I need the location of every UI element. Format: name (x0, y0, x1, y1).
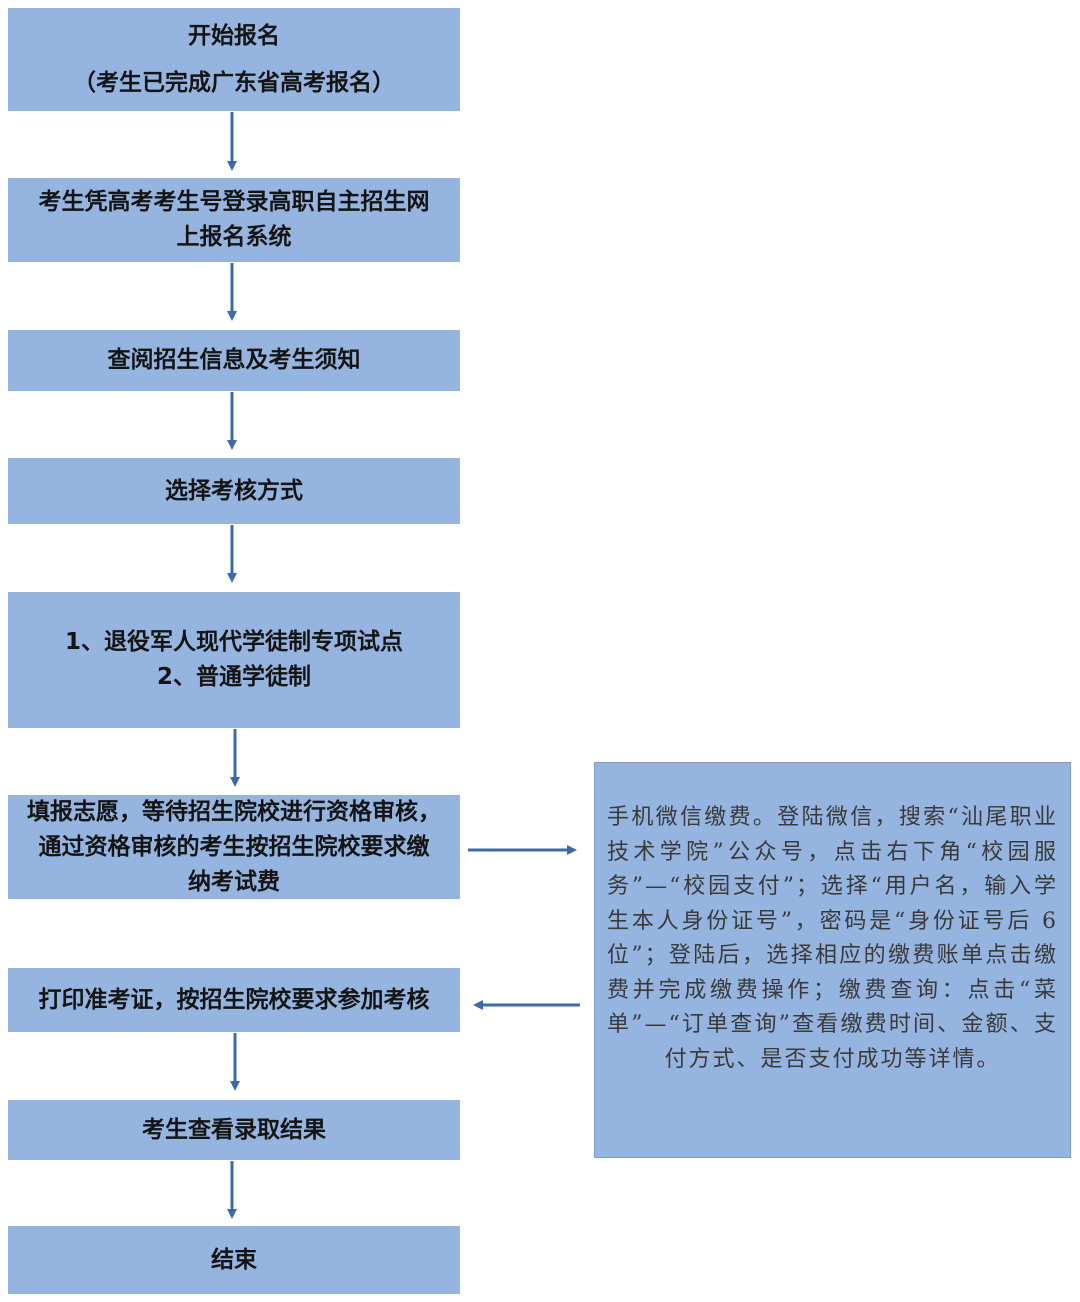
step-login-line-1: 考生凭高考考生号登录高职自主招生网 (38, 189, 430, 215)
step-read-info-text: 查阅招生信息及考生须知 (107, 347, 361, 373)
step-choose-assessment: 选择考核方式 (8, 458, 460, 524)
step-apply-line-1: 填报志愿，等待招生院校进行资格审核， (27, 798, 441, 825)
step-check-result: 考生查看录取结果 (8, 1100, 460, 1160)
step-start-line-2: （考生已完成广东省高考报名） (73, 69, 395, 96)
step-login-line-2: 上报名系统 (176, 224, 292, 250)
step-apply-line-2: 通过资格审核的考生按招生院校要求缴 (38, 833, 430, 860)
step-apply-and-pay: 填报志愿，等待招生院校进行资格审核， 通过资格审核的考生按招生院校要求缴 纳考试… (8, 795, 460, 899)
step-print-ticket-text: 打印准考证，按招生院校要求参加考核 (38, 986, 430, 1013)
step-apply-line-3: 纳考试费 (188, 868, 280, 895)
step-end-text: 结束 (211, 1246, 257, 1273)
step-login-system: 考生凭高考考生号登录高职自主招生网 上报名系统 (8, 178, 460, 262)
step-start-registration: 开始报名 （考生已完成广东省高考报名） (8, 8, 460, 111)
step-option-2: 2、普通学徒制 (156, 664, 311, 690)
payment-instructions-note: 手机微信缴费。登陆微信，搜索“汕尾职业技术学院”公众号，点击右下角“校园服务”—… (594, 762, 1071, 1158)
step-end: 结束 (8, 1226, 460, 1294)
step-check-result-text: 考生查看录取结果 (142, 1116, 326, 1143)
step-choose-assessment-text: 选择考核方式 (165, 477, 303, 504)
step-start-line-1: 开始报名 (188, 22, 280, 49)
step-print-ticket: 打印准考证，按招生院校要求参加考核 (8, 968, 460, 1032)
step-option-1: 1、退役军人现代学徒制专项试点 (64, 629, 403, 655)
step-read-info: 查阅招生信息及考生须知 (8, 330, 460, 391)
step-assessment-options: 1、退役军人现代学徒制专项试点 2、普通学徒制 (8, 592, 460, 728)
